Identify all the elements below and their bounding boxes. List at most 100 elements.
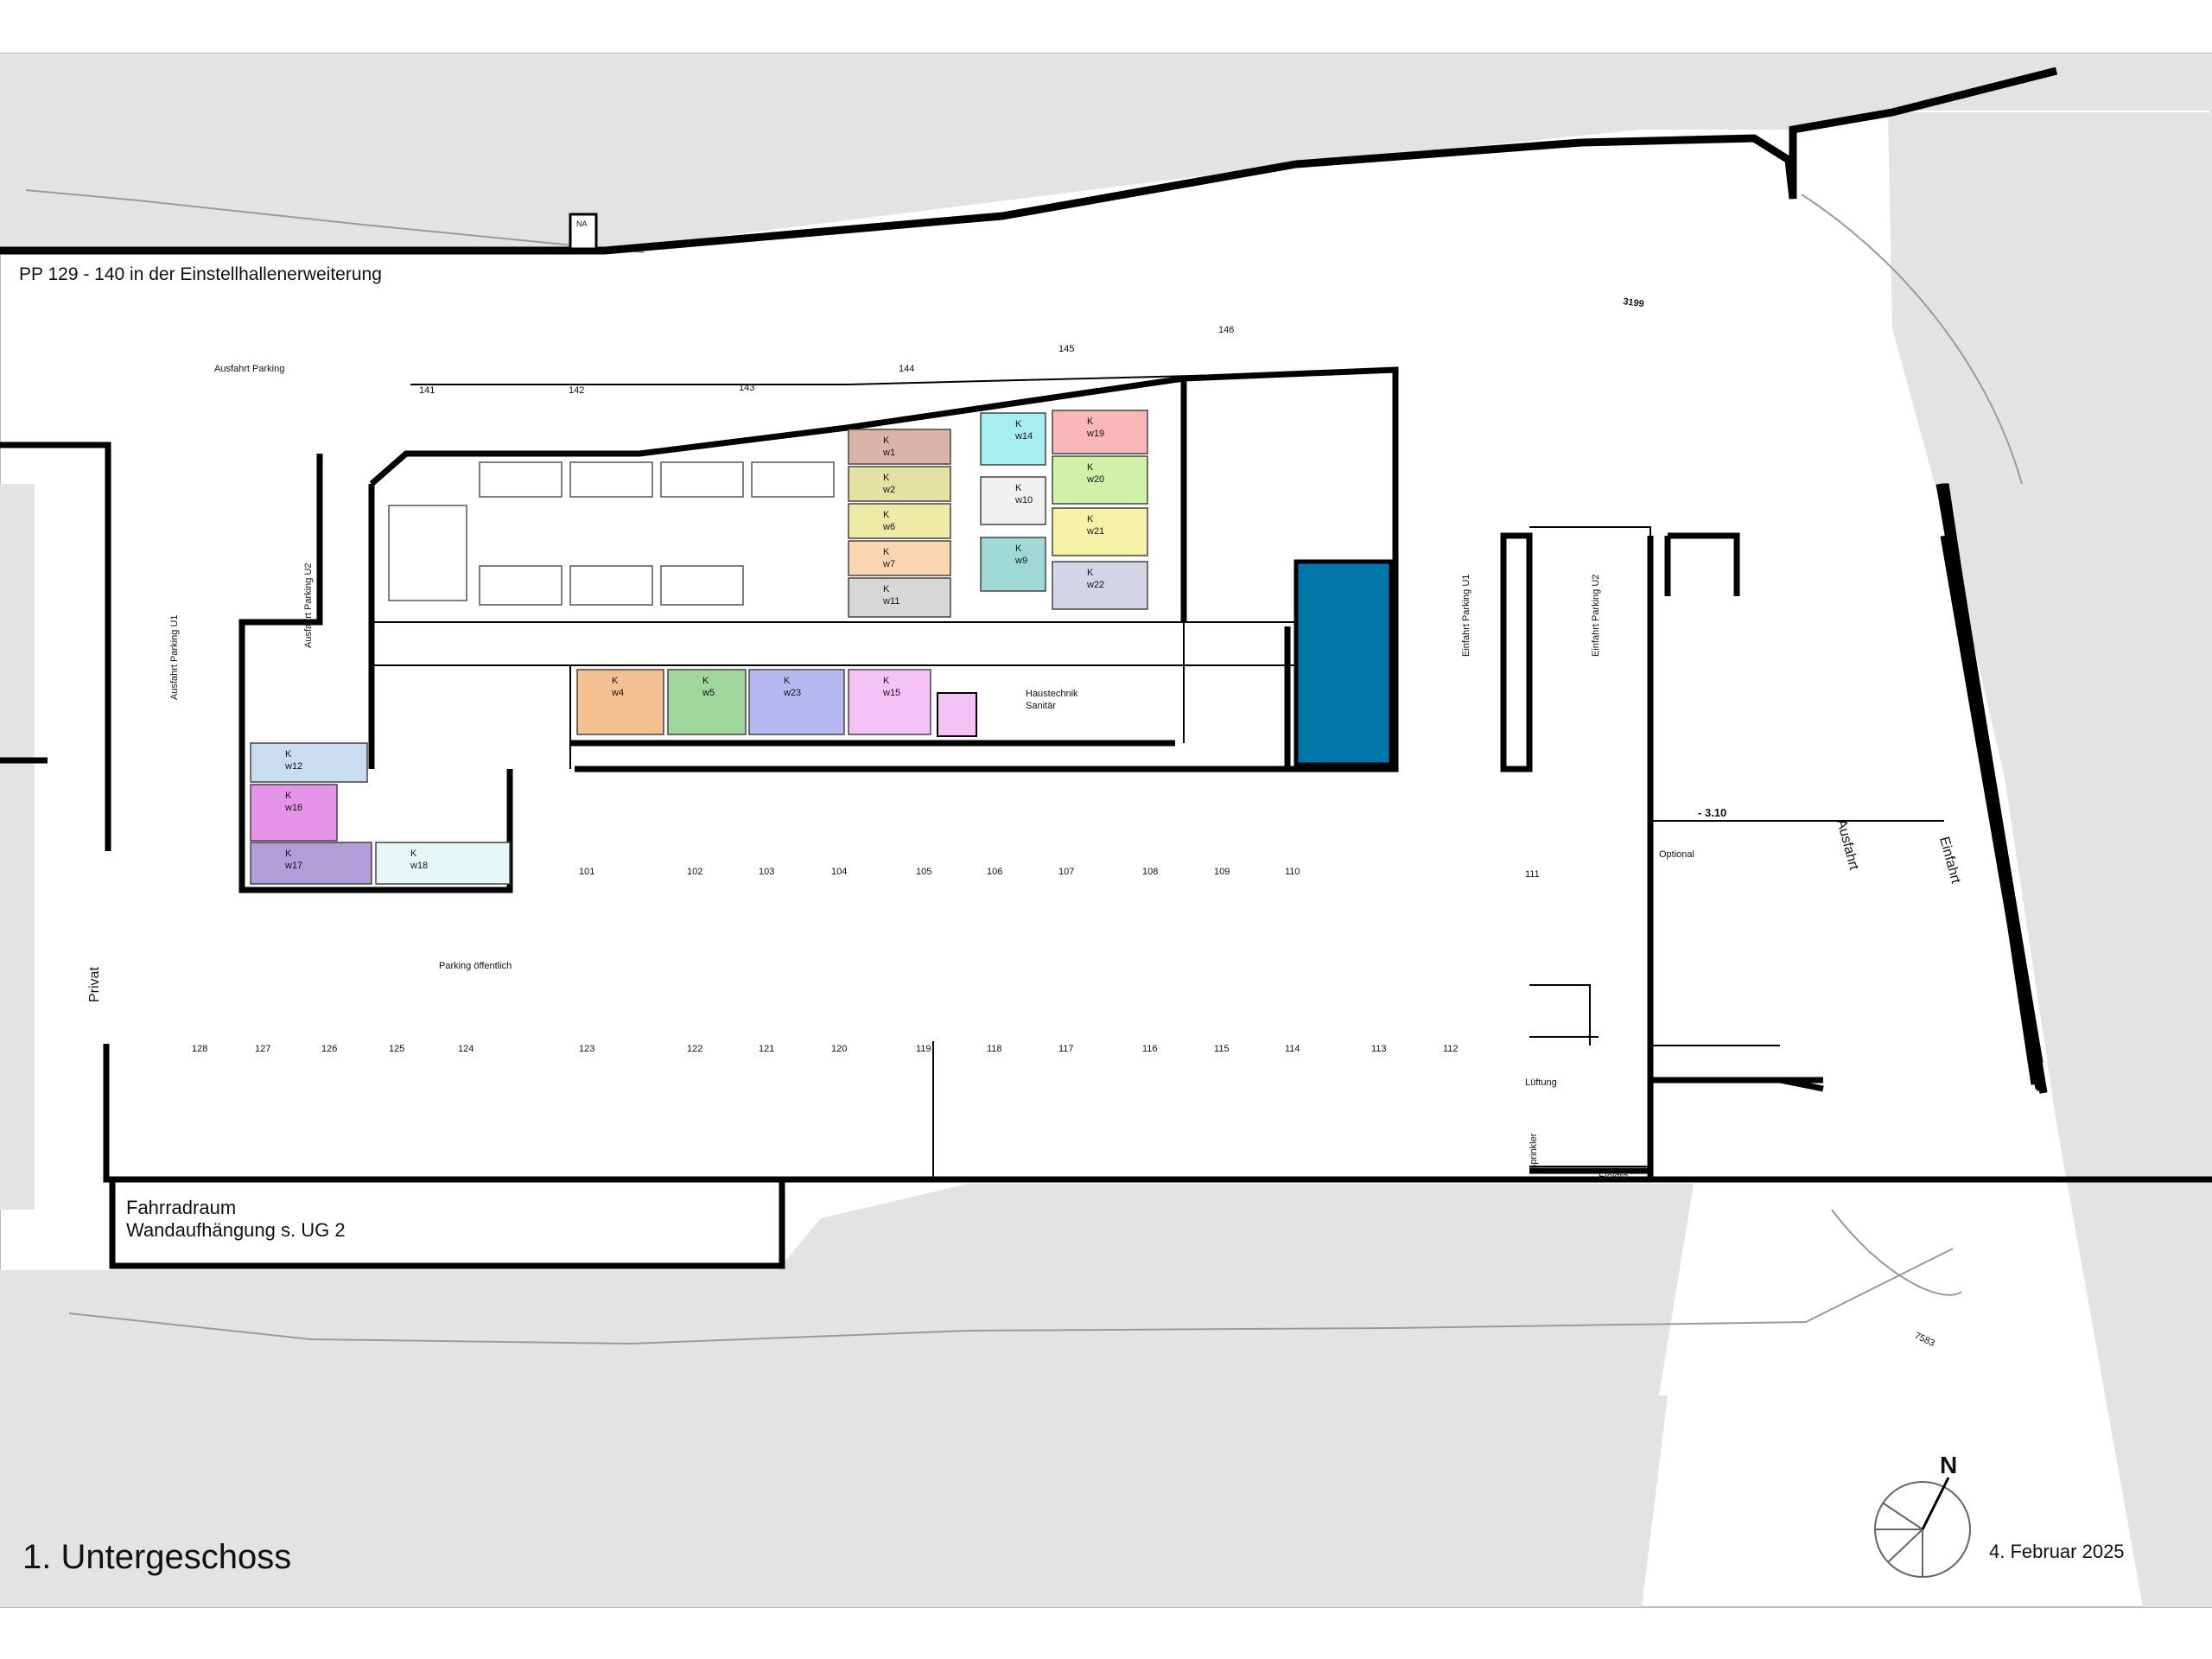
cellar-id: w5 — [702, 688, 715, 698]
parking-number: 115 — [1214, 1044, 1230, 1054]
cellar-id: w15 — [882, 688, 900, 698]
parking-number: 145 — [1058, 344, 1074, 354]
cellar-prefix: K — [1087, 568, 1094, 578]
cellar-id: w22 — [1086, 580, 1104, 590]
parking-number: 125 — [389, 1044, 404, 1054]
cellar-prefix: K — [883, 473, 890, 483]
label-sprinkler: Sprinkler — [1529, 1133, 1539, 1171]
label-parcel-3199: 3199 — [1623, 296, 1645, 309]
cellar-prefix: K — [883, 510, 890, 520]
cellar-w6: Kw6 — [848, 503, 951, 539]
parking-number: 116 — [1142, 1044, 1158, 1054]
cellar-id: w21 — [1086, 526, 1104, 537]
svg-text:NA: NA — [576, 219, 588, 228]
technical-room — [1294, 559, 1394, 767]
parking-number: 117 — [1058, 1044, 1074, 1054]
cellar-prefix: K — [1015, 483, 1022, 493]
parking-number: 128 — [192, 1044, 207, 1054]
bike-room-line1: Fahrradraum — [126, 1197, 237, 1218]
parking-number: 124 — [458, 1044, 474, 1054]
cellar-id: w14 — [1014, 431, 1033, 442]
parking-number: 112 — [1443, 1044, 1459, 1054]
bike-room-label: Fahrradraum Wandaufhängung s. UG 2 — [126, 1197, 346, 1242]
parking-number: 107 — [1058, 867, 1074, 877]
parking-number: 120 — [831, 1044, 847, 1054]
cellar-prefix: K — [784, 676, 791, 686]
cellar-prefix: K — [410, 849, 417, 859]
ramp-walls — [1936, 483, 2048, 1094]
sheet-date: 4. Februar 2025 — [1989, 1541, 2125, 1562]
parking-number: 105 — [916, 867, 931, 877]
cellar-id: w17 — [284, 861, 302, 871]
parking-number: 108 — [1142, 867, 1158, 877]
pink-box — [937, 692, 977, 737]
parking-number: 126 — [321, 1044, 337, 1054]
parking-number: 119 — [916, 1044, 931, 1054]
parking-number: 106 — [987, 867, 1002, 877]
cellar-compartments: Kw1Kw2Kw6Kw7Kw11Kw14Kw10Kw9Kw19Kw20Kw21K… — [250, 410, 1148, 885]
cellar-id: w7 — [882, 559, 895, 569]
parking-number: 118 — [987, 1044, 1002, 1054]
label-ventilation: Lüftung — [1525, 1077, 1557, 1088]
cellar-prefix: K — [285, 849, 292, 859]
cellar-w5: Kw5 — [667, 669, 747, 735]
cellar-w2: Kw2 — [848, 466, 951, 502]
cellar-id: w6 — [882, 522, 895, 532]
label-exit-parking-u1: Ausfahrt Parking U1 — [169, 615, 180, 700]
cellar-id: w20 — [1086, 474, 1104, 485]
cellar-prefix: K — [1087, 416, 1094, 427]
plan-labels: Ausfahrt Parking Ausfahrt Parking U1 Aus… — [87, 296, 1963, 1349]
cellar-prefix: K — [612, 676, 619, 686]
parking-number: 143 — [739, 383, 754, 393]
cellar-prefix: K — [883, 676, 890, 686]
cellar-id: w4 — [611, 688, 624, 698]
cellar-id: w9 — [1014, 556, 1027, 566]
parking-number: 144 — [899, 364, 914, 374]
svg-text:N: N — [1940, 1452, 1957, 1478]
cellar-id: w12 — [284, 761, 302, 772]
parking-number: 110 — [1285, 867, 1300, 877]
cellar-prefix: K — [285, 791, 292, 801]
label-private: Privat — [87, 967, 102, 1002]
label-entry-parking-u2: Einfahrt Parking U2 — [1591, 575, 1601, 657]
cellar-prefix: K — [1087, 514, 1094, 524]
label-public-parking: Parking öffentlich — [439, 961, 512, 971]
label-level: - 3.10 — [1698, 806, 1726, 819]
label-services-2: Sanitär — [1026, 701, 1056, 711]
parking-number: 113 — [1371, 1044, 1387, 1054]
cellar-w4: Kw4 — [576, 669, 664, 735]
cellar-id: w19 — [1086, 429, 1104, 439]
label-electro: Elektro — [1599, 1172, 1628, 1182]
parking-number: 123 — [579, 1044, 594, 1054]
parking-number: 104 — [831, 867, 847, 877]
cellar-w9: Kw9 — [980, 537, 1046, 592]
cellar-id: w18 — [410, 861, 428, 871]
parking-number: 121 — [759, 1044, 774, 1054]
label-optional: Optional — [1659, 849, 1694, 860]
cellar-w7: Kw7 — [848, 540, 951, 576]
storage-boxes — [388, 461, 835, 606]
parking-number: 142 — [569, 385, 584, 396]
thin-lines — [372, 371, 1944, 1179]
cellar-id: w1 — [882, 448, 895, 458]
cellar-prefix: K — [883, 547, 890, 557]
cellar-prefix: K — [1015, 419, 1022, 429]
cellar-prefix: K — [702, 676, 709, 686]
cellar-prefix: K — [285, 749, 292, 760]
parking-number: 109 — [1214, 867, 1230, 877]
cellar-prefix: K — [1015, 543, 1022, 554]
parking-number: 101 — [579, 867, 594, 877]
cellar-id: w10 — [1014, 495, 1033, 505]
label-services-1: Haustechnik — [1026, 689, 1078, 699]
